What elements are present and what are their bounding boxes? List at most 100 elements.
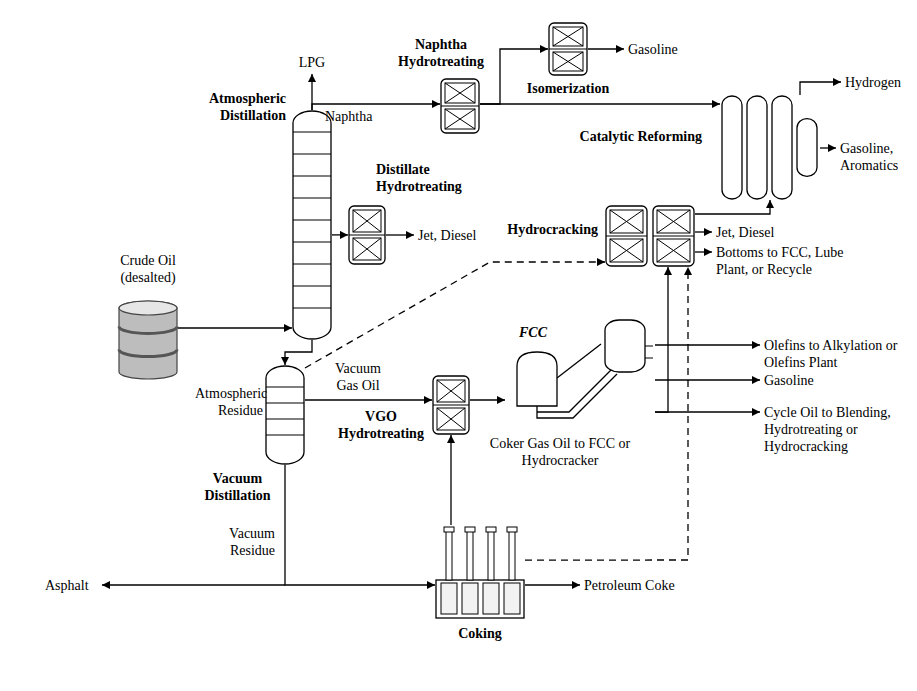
drawing-path (557, 344, 601, 378)
olefins-arrow (655, 344, 760, 345)
drawing-rect (488, 531, 494, 580)
stream-label: Gasoline (628, 41, 698, 58)
unit-icon (605, 205, 695, 267)
stream-label: Atmospheric Residue (195, 385, 263, 419)
unit-label: Naphtha Hydrotreating (392, 36, 490, 70)
drawing-rect (605, 320, 645, 372)
reactor-pair: Hydrocracking (605, 205, 695, 267)
distillation-column: Atmospheric Distillation (292, 110, 332, 340)
process-stream (305, 399, 432, 400)
drawing-line (293, 219, 331, 220)
drawing-rect (722, 96, 742, 199)
process-stream (480, 103, 720, 104)
stream-label: Vacuum Residue (205, 525, 275, 559)
drawing-path (119, 301, 177, 379)
hydrogen-arrow (800, 82, 841, 95)
fcc-unit: FCC (505, 318, 655, 425)
dashed-stream (525, 267, 688, 560)
stream-label: Jet, Diesel (716, 224, 806, 241)
drawing-rect (504, 583, 520, 614)
drawing-line (293, 131, 331, 132)
stream-label: Bottoms to FCC, Lube Plant, or Recycle (716, 244, 866, 278)
drawing-rect (349, 206, 385, 264)
stream-label: Gasoline (764, 372, 844, 389)
fcc-gasoline-arrow (655, 379, 760, 380)
drawing-line (606, 235, 647, 236)
process-stream (450, 435, 451, 525)
drawing-rect (772, 96, 792, 199)
reformer-unit: Catalytic Reforming (720, 95, 820, 200)
unit-icon (435, 525, 525, 620)
stream-label: Cycle Oil to Blending, Hydrotreating or … (764, 404, 914, 455)
unit-icon (440, 78, 480, 134)
feed-tank: Crude Oil (desalted) (118, 300, 178, 380)
asphalt-arrow (102, 584, 285, 585)
drawing-line (437, 380, 465, 402)
drawing-rect (444, 527, 454, 532)
dashed-stream (305, 262, 605, 368)
unit-label: Vacuum Distillation (200, 470, 275, 504)
unit-label: Coking (435, 625, 525, 642)
unit-label: Atmospheric Distillation (192, 90, 286, 124)
drawing-line (445, 83, 475, 103)
unit-label: Isomerization (523, 80, 613, 97)
drawing-line (437, 380, 465, 402)
unit-icon (548, 22, 588, 76)
drawing-rect (747, 96, 767, 199)
drawing-rect (445, 83, 475, 103)
drawing-rect (437, 408, 465, 430)
drawing-rect (467, 531, 473, 580)
stream-label: Vacuum Gas Oil (330, 360, 386, 394)
drawing-line (657, 210, 690, 233)
process-stream (332, 234, 348, 235)
stream-label: LPG (297, 54, 327, 71)
drawing-line (353, 210, 381, 232)
drawing-rect (441, 79, 479, 133)
drawing-rect (553, 52, 583, 71)
drawing-rect (553, 27, 583, 46)
drawing-rect (549, 23, 587, 75)
drawing-line (610, 239, 643, 262)
hc-bottoms-arrow (695, 251, 712, 252)
drawing-line (653, 235, 694, 236)
drawing-rect (436, 580, 524, 618)
drawing-line (445, 83, 475, 103)
unit-icon (118, 300, 178, 380)
drawing-rect (657, 239, 690, 262)
drawing-line (266, 434, 304, 435)
unit-icon (292, 110, 332, 340)
drawing-line (349, 234, 385, 235)
drawing-rect (266, 366, 304, 464)
unit-icon (432, 375, 470, 435)
reactor-unit: Isomerization (548, 22, 588, 76)
drawing-line (437, 408, 465, 430)
drawing-rect (462, 583, 478, 614)
drawing-rect (657, 210, 690, 233)
drawing-line (266, 418, 304, 419)
drawing-rect (486, 527, 496, 532)
unit-icon (348, 205, 386, 265)
process-stream (178, 327, 292, 328)
hc-jet-arrow (695, 231, 712, 232)
drawing-line (657, 210, 690, 233)
drawing-path (119, 350, 177, 357)
drawing-rect (509, 531, 515, 580)
drawing-line (293, 175, 331, 176)
unit-label: Hydrocracking (500, 221, 598, 238)
process-stream (285, 465, 435, 585)
drawing-line (553, 52, 583, 71)
stream-label: Coker Gas Oil to FCC or Hydrocracker (485, 435, 635, 469)
drawing-line (437, 408, 465, 430)
reactor-unit: Naphtha Hydrotreating (440, 78, 480, 134)
drawing-rect (797, 119, 817, 177)
iso-gasoline-arrow (588, 48, 624, 49)
process-stream (285, 340, 312, 365)
drawing-line (266, 386, 304, 387)
drawing-line (610, 210, 643, 233)
drawing-line (553, 27, 583, 46)
unit-label: FCC (519, 324, 569, 341)
drawing-line (293, 263, 331, 264)
drawing-line (433, 404, 469, 405)
reactor-unit: Distillate Hydrotreating (348, 205, 386, 265)
drawing-rect (606, 206, 647, 266)
